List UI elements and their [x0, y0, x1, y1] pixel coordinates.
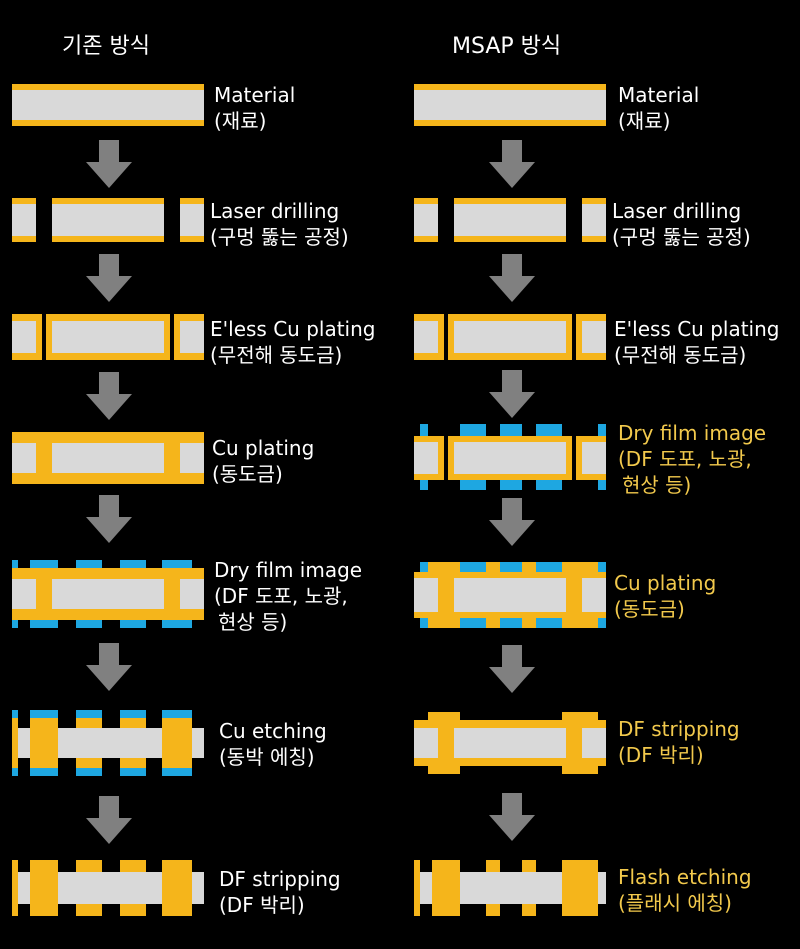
- step-title: Dry film image: [618, 421, 767, 445]
- step-subtitle: (DF 박리): [618, 743, 704, 767]
- step-title: Cu plating: [212, 436, 315, 460]
- step-title: Flash etching: [618, 865, 752, 889]
- down-arrow-icon: [489, 370, 535, 418]
- step-subtitle: (DF 도포, 노광,: [214, 584, 348, 608]
- right-column-title: MSAP 방식: [452, 34, 562, 59]
- left-step-eless-label: E'less Cu plating (무전해 동도금): [210, 316, 375, 368]
- step-subtitle: (동도금): [614, 597, 685, 621]
- right-cu-plating-cross-section: [414, 562, 606, 628]
- step-title: Dry film image: [214, 558, 363, 582]
- step-title: Laser drilling: [612, 199, 742, 223]
- step-title: E'less Cu plating: [614, 317, 780, 341]
- step-title: Cu etching: [219, 719, 327, 743]
- step-title: DF stripping: [618, 717, 740, 741]
- left-step-cu-etching-label: Cu etching (동박 에칭): [219, 718, 327, 770]
- right-step-flash-etching-label: Flash etching (플래시 에칭): [618, 864, 752, 916]
- right-step-cu-plating-label: Cu plating (동도금): [614, 570, 716, 622]
- left-laser-drilling-cross-section: [12, 198, 204, 242]
- step-title: DF stripping: [219, 867, 341, 891]
- left-eless-cu-cross-section: [12, 314, 204, 360]
- right-step-laser-label: Laser drilling (구멍 뚫는 공정): [612, 198, 751, 250]
- step-subtitle: (동박 에칭): [219, 745, 315, 769]
- down-arrow-icon: [86, 254, 132, 302]
- left-cu-plating-cross-section: [12, 432, 204, 484]
- step-subtitle: (플래시 에칭): [618, 891, 732, 915]
- step-title: Material: [214, 83, 296, 107]
- down-arrow-icon: [86, 140, 132, 188]
- right-step-eless-label: E'less Cu plating (무전해 동도금): [614, 316, 779, 368]
- down-arrow-icon: [86, 495, 132, 543]
- step-title: Laser drilling: [210, 199, 340, 223]
- right-step-material-label: Material (재료): [618, 82, 699, 134]
- step-subtitle: (DF 박리): [219, 893, 305, 917]
- right-step-dry-film-label: Dry film image (DF 도포, 노광, 현상 등): [618, 420, 766, 498]
- down-arrow-icon: [489, 254, 535, 302]
- left-step-laser-label: Laser drilling (구멍 뚫는 공정): [210, 198, 349, 250]
- down-arrow-icon: [86, 796, 132, 844]
- down-arrow-icon: [86, 372, 132, 420]
- left-dry-film-cross-section: [12, 560, 204, 628]
- down-arrow-icon: [86, 643, 132, 691]
- step-subtitle-2: 현상 등): [218, 610, 288, 634]
- right-step-df-stripping-label: DF stripping (DF 박리): [618, 716, 740, 768]
- step-subtitle: (무전해 동도금): [210, 343, 343, 367]
- left-step-cu-plating-label: Cu plating (동도금): [212, 435, 314, 487]
- step-subtitle: (DF 도포, 노광,: [618, 447, 752, 471]
- left-step-df-stripping-label: DF stripping (DF 박리): [219, 866, 341, 918]
- step-title: Material: [618, 83, 700, 107]
- step-subtitle: (구멍 뚫는 공정): [612, 225, 751, 249]
- step-subtitle: (무전해 동도금): [614, 343, 747, 367]
- left-step-dry-film-label: Dry film image (DF 도포, 노광, 현상 등): [214, 557, 362, 635]
- right-flash-etching-cross-section: [414, 860, 606, 916]
- right-df-stripping-cross-section: [414, 712, 606, 774]
- right-laser-drilling-cross-section: [414, 198, 606, 242]
- step-title: E'less Cu plating: [210, 317, 376, 341]
- left-cu-etching-cross-section: [12, 710, 204, 776]
- right-material-cross-section: [414, 84, 606, 126]
- left-step-material-label: Material (재료): [214, 82, 295, 134]
- down-arrow-icon: [489, 645, 535, 693]
- down-arrow-icon: [489, 140, 535, 188]
- left-df-stripping-cross-section: [12, 860, 204, 916]
- left-column-title: 기존 방식: [62, 34, 150, 59]
- down-arrow-icon: [489, 793, 535, 841]
- left-material-cross-section: [12, 84, 204, 126]
- step-subtitle: (재료): [214, 109, 267, 133]
- right-dry-film-cross-section: [414, 424, 606, 490]
- down-arrow-icon: [489, 498, 535, 546]
- step-subtitle: (동도금): [212, 462, 283, 486]
- step-subtitle: (재료): [618, 109, 671, 133]
- right-eless-cu-cross-section: [414, 314, 606, 360]
- step-title: Cu plating: [614, 571, 717, 595]
- step-subtitle-2: 현상 등): [622, 473, 692, 497]
- step-subtitle: (구멍 뚫는 공정): [210, 225, 349, 249]
